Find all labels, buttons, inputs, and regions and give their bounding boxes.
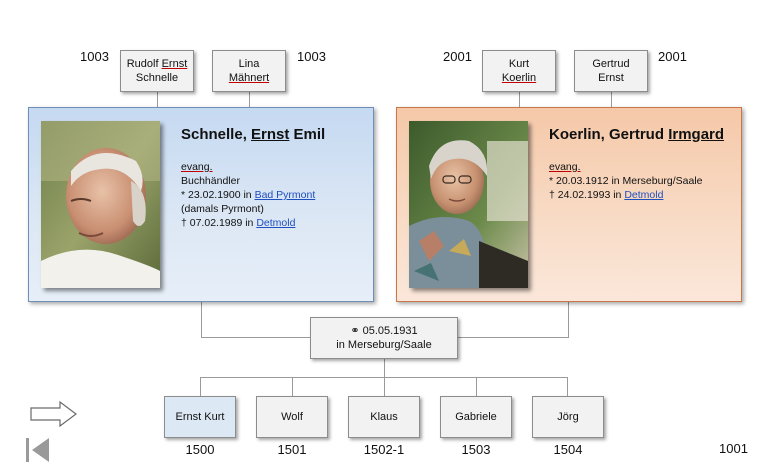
grandmother-paternal-lastname: Mähnert [228,72,270,84]
mother-card[interactable]: Koerlin, Gertrud Irmgard evang. * 20.03.… [396,107,742,302]
father-name: Schnelle, Ernst Emil [181,126,325,143]
connector-line [384,377,385,396]
father-card[interactable]: Schnelle, Ernst Emil evang. Buchhändler … [28,107,374,302]
child-id: 1500 [185,442,215,457]
mother-death-place-link[interactable]: Detmold [624,189,664,201]
grandfather-maternal-lastname: Koerlin [501,72,537,84]
grandfather-maternal-box[interactable]: Kurt Koerlin [482,50,556,92]
back-to-start-icon[interactable] [25,437,51,463]
father-birth-place-link[interactable]: Bad Pyrmont [254,189,316,201]
connector-line [201,302,202,338]
grandfather-paternal-id: 1003 [80,49,109,64]
father-death-date: † 07.02.1989 in [181,217,254,229]
mother-death: † 24.02.1993 in Detmold [549,188,703,202]
father-death: † 07.02.1989 in Detmold [181,216,315,230]
child-name: Klaus [370,411,398,423]
mother-name: Koerlin, Gertrud Irmgard [549,126,724,143]
mother-photo [409,121,528,288]
connector-line [476,377,477,396]
grandfather-paternal-box[interactable]: Rudolf Ernst Schnelle [120,50,194,92]
mother-lastname: Koerlin, Gertrud [549,126,665,143]
child-id: 1503 [461,442,491,457]
child-name: Wolf [281,411,303,423]
father-photo [41,121,160,288]
father-birth-note: (damals Pyrmont) [181,203,264,215]
connector-line [611,92,612,108]
father-profession: Buchhändler [181,175,240,187]
grandfather-paternal-callname: Ernst [161,58,188,70]
father-lastname: Schnelle, [181,126,247,143]
connector-line [157,92,158,108]
grandmother-paternal-box[interactable]: Lina Mähnert [212,50,286,92]
child-name: Gabriele [455,411,497,423]
father-birth: * 23.02.1900 in Bad Pyrmont [181,188,315,202]
child-box[interactable]: Wolf [256,396,328,438]
connector-line [200,377,201,396]
father-othername: Emil [293,126,326,143]
child-box[interactable]: Jörg [532,396,604,438]
mother-birth: * 20.03.1912 in Merseburg/Saale [549,175,703,187]
father-callname: Ernst [251,126,290,143]
connector-line [519,92,520,108]
grandfather-paternal-firstline: Rudolf Ernst [127,57,188,71]
marriage-box[interactable]: ⚭ 05.05.1931 in Merseburg/Saale [310,317,458,359]
connector-line [567,377,568,396]
connector-line [201,337,311,338]
marriage-date: ⚭ 05.05.1931 [350,325,418,337]
grandmother-maternal-lastname: Ernst [598,72,624,84]
next-arrow-icon[interactable] [30,400,78,428]
child-box[interactable]: Ernst Kurt [164,396,236,438]
child-box[interactable]: Gabriele [440,396,512,438]
grandmother-paternal-id: 1003 [297,49,326,64]
connector-line [568,302,569,338]
child-name: Ernst Kurt [175,411,225,423]
page-id: 1001 [719,441,748,456]
grandfather-maternal-id: 2001 [443,49,472,64]
connector-line [384,359,385,377]
mother-callname: Irmgard [668,126,725,143]
grandmother-maternal-box[interactable]: Gertrud Ernst [574,50,648,92]
connector-line [458,337,569,338]
mother-religion: evang. [549,161,581,173]
father-death-place-link[interactable]: Detmold [256,217,296,229]
mother-details: evang. * 20.03.1912 in Merseburg/Saale †… [549,160,703,202]
child-box[interactable]: Klaus [348,396,420,438]
mother-portrait-image [409,121,528,288]
grandmother-maternal-firstname: Gertrud [592,58,630,70]
father-details: evang. Buchhändler * 23.02.1900 in Bad P… [181,160,315,230]
connector-line [292,377,293,396]
grandfather-maternal-firstname: Kurt [508,58,530,70]
father-religion: evang. [181,161,213,173]
connector-line [249,92,250,108]
mother-death-date: † 24.02.1993 in [549,189,622,201]
grandmother-paternal-firstname: Lina [238,58,260,70]
child-id: 1504 [553,442,583,457]
grandfather-paternal-lastname: Schnelle [135,72,179,84]
grandfather-paternal-firstname: Rudolf [126,58,159,70]
father-birth-date: * 23.02.1900 in [181,189,252,201]
grandmother-maternal-id: 2001 [658,49,687,64]
child-id: 1502-1 [363,442,405,457]
father-portrait-image [41,121,160,288]
child-name: Jörg [557,411,579,423]
marriage-place: in Merseburg/Saale [336,339,432,351]
child-id: 1501 [277,442,307,457]
